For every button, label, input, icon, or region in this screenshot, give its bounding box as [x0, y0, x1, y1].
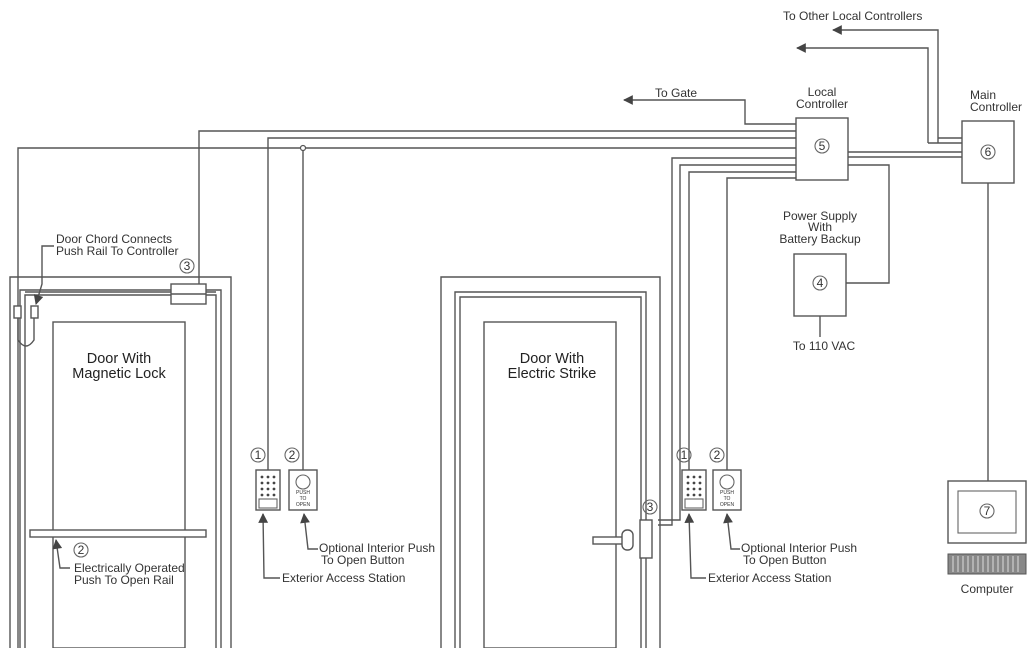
power-supply: Power Supply With Battery Backup 4 To 11…: [779, 164, 890, 353]
marker-5: 5: [819, 139, 826, 153]
optional-push-right-2: To Open Button: [743, 553, 826, 567]
exterior-access-right: Exterior Access Station: [708, 571, 831, 585]
optional-push-left-2: To Open Button: [321, 553, 404, 567]
right-door-wiring: [658, 157, 796, 526]
to-other-controllers-label: To Other Local Controllers: [783, 9, 922, 23]
push-text-right-1: PUSH: [720, 490, 734, 496]
door-chord-label-1: Door Chord Connects: [56, 232, 172, 246]
door-strike-title-2: Electric Strike: [508, 366, 597, 382]
optional-push-left-1: Optional Interior Push: [319, 541, 435, 555]
other-controllers-wiring: To Other Local Controllers: [783, 9, 962, 144]
marker-3-right: 3: [647, 500, 654, 514]
push-text-right-2: TO: [724, 496, 731, 502]
optional-push-right-1: Optional Interior Push: [741, 541, 857, 555]
door-strike-title-1: Door With: [520, 351, 584, 367]
push-text-left-1: PUSH: [296, 490, 310, 496]
push-text-left-2: TO: [300, 496, 307, 502]
left-access-devices: 1 2 PUSH TO OPEN Optional Interior Push …: [250, 447, 435, 585]
push-text-right-3: OPEN: [720, 502, 735, 508]
power-supply-label-1: Power Supply: [783, 209, 857, 223]
door-magnetic-lock: 3 Door Chord Connects Push Rail To Contr…: [9, 232, 232, 648]
marker-2-rail: 2: [78, 543, 85, 557]
local-controller-label-1: Local: [808, 85, 837, 99]
marker-1-right: 1: [681, 448, 688, 462]
gate-wiring: To Gate: [623, 86, 796, 125]
push-text-left-3: OPEN: [296, 502, 311, 508]
right-access-devices: 1 2 PUSH TO OPEN Optional Interior Push …: [676, 447, 857, 585]
computer: 7 Computer: [947, 480, 1027, 596]
marker-3-left: 3: [184, 259, 191, 273]
marker-7: 7: [984, 504, 991, 518]
main-controller-label-2: Controller: [970, 100, 1022, 114]
power-supply-label-3: Battery Backup: [779, 232, 861, 246]
main-controller-label-1: Main: [970, 88, 996, 102]
to-gate-label: To Gate: [655, 86, 697, 100]
local-controller: Local Controller 5: [795, 85, 849, 181]
main-controller: Main Controller 6: [848, 88, 1022, 481]
to-110-vac-label: To 110 VAC: [793, 339, 856, 353]
computer-label: Computer: [961, 582, 1014, 596]
marker-2-left: 2: [289, 448, 296, 462]
rail-label-2: Push To Open Rail: [74, 573, 174, 587]
exterior-access-left: Exterior Access Station: [282, 571, 405, 585]
door-mag-title-2: Magnetic Lock: [72, 366, 166, 382]
local-controller-label-2: Controller: [796, 97, 848, 111]
marker-4: 4: [817, 276, 824, 290]
power-supply-label-2: With: [808, 220, 832, 234]
marker-1-left: 1: [255, 448, 262, 462]
rail-label-1: Electrically Operated: [74, 561, 185, 575]
door-chord-label-2: Push Rail To Controller: [56, 244, 179, 258]
marker-2-right: 2: [714, 448, 721, 462]
left-door-wiring: [17, 130, 796, 648]
marker-6: 6: [985, 145, 992, 159]
door-mag-title-1: Door With: [87, 351, 151, 367]
door-electric-strike: Door With Electric Strike 3: [440, 276, 661, 648]
